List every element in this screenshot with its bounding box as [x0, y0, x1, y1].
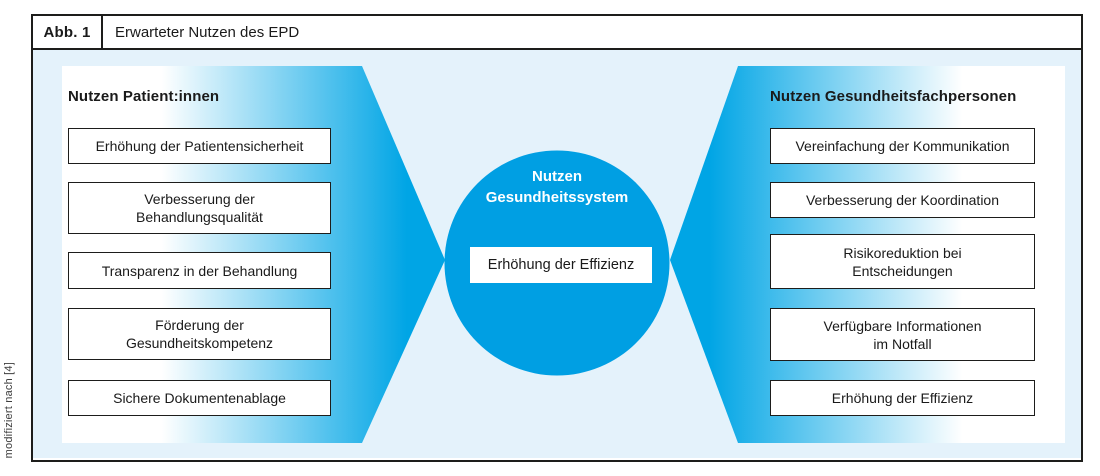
benefit-box-professional-3: Risikoreduktion bei Entscheidungen — [770, 234, 1035, 289]
figure-frame: Abb. 1 Erwarteter Nutzen des EPD — [31, 14, 1083, 462]
benefit-box-patient-5: Sichere Dokumentenablage — [68, 380, 331, 416]
benefit-box-patient-1: Erhöhung der Patientensicherheit — [68, 128, 331, 164]
benefit-box-professional-2: Verbesserung der Koordination — [770, 182, 1035, 218]
figure-label: Abb. 1 — [33, 16, 103, 48]
diagram-area: Nutzen Patient:innen Erhöhung der Patien… — [33, 50, 1081, 458]
figure-title: Erwarteter Nutzen des EPD — [115, 23, 300, 41]
left-group-heading: Nutzen Patient:innen — [68, 88, 220, 105]
benefit-box-professional-4: Verfügbare Informationen im Notfall — [770, 308, 1035, 361]
benefit-box-patient-4: Förderung der Gesundheitskompetenz — [68, 308, 331, 360]
figure-titlebar: Abb. 1 Erwarteter Nutzen des EPD — [33, 16, 1081, 50]
benefit-box-patient-3: Transparenz in der Behandlung — [68, 252, 331, 289]
benefit-box-system-1: Erhöhung der Effizienz — [470, 247, 652, 283]
right-group-heading: Nutzen Gesundheitsfachpersonen — [770, 88, 1017, 105]
benefit-box-professional-1: Vereinfachung der Kommunikation — [770, 128, 1035, 164]
center-group-heading: Nutzen Gesundheitssystem — [485, 168, 629, 206]
benefit-box-professional-5: Erhöhung der Effizienz — [770, 380, 1035, 416]
source-note: modifiziert nach [4] — [3, 361, 15, 458]
benefit-box-patient-2: Verbesserung der Behandlungsqualität — [68, 182, 331, 234]
